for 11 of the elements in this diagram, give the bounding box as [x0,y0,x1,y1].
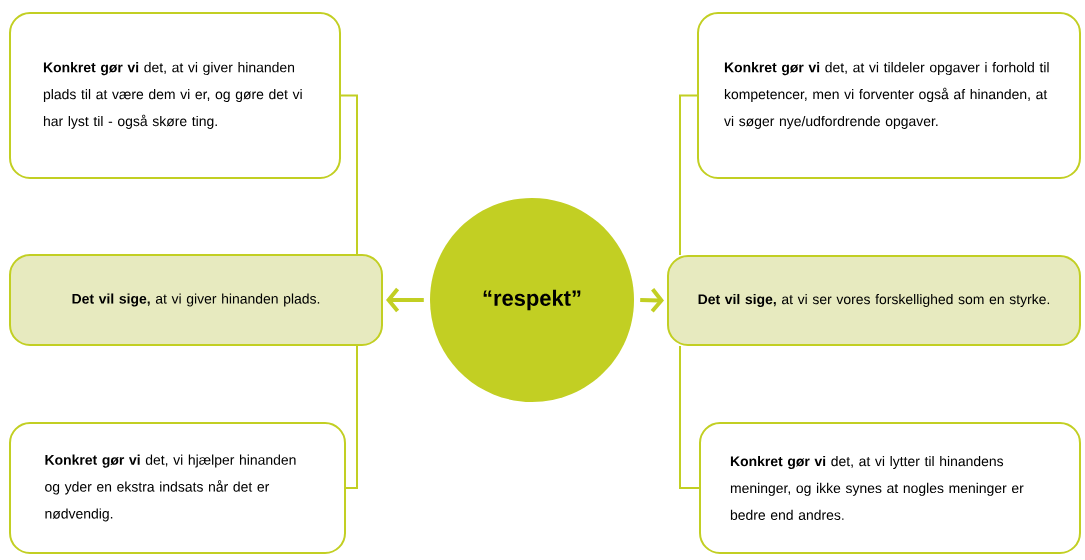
connector-line [345,345,358,489]
text-box: Konkret gør vi det, at vi tildeler opgaver i forhold til kompetencer, men vi forventer også af hinanden, at vi søger nye/udfordrende opgaver. [697,12,1081,179]
text-box: Konkret gør vi det, at vi giver hinanden plads til at være dem vi er, og gøre det vi har lyst til - også skøre ting. [9,12,341,179]
text-box: Konkret gør vi det, at vi lytter til hinandens meninger, og ikke synes at nogles meninger er bedre end andres. [699,422,1081,554]
connector-line [679,94,698,256]
connector-line [340,94,358,255]
text-box: Konkret gør vi det, vi hjælper hinanden og yder en ekstra indsats når det er nødvendig. [9,422,346,554]
summary-box: Det vil sige, at vi ser vores forskellighed som en styrke. [667,255,1081,346]
arrow [386,287,424,313]
connector-line [679,345,700,489]
summary-box: Det vil sige, at vi giver hinanden plads. [9,254,383,346]
